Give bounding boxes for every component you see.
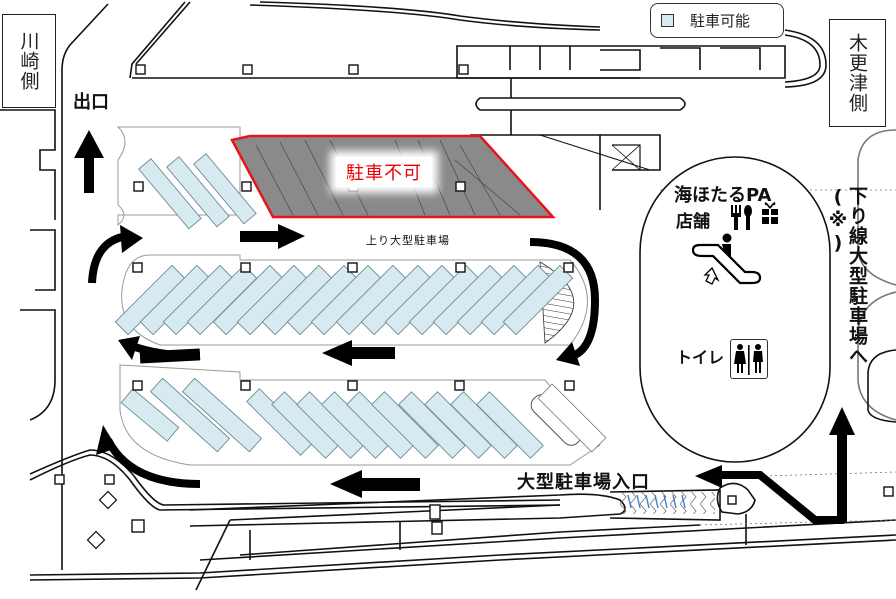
kisarazu-side-label: 木更津側 [829, 19, 886, 127]
shops-label: 店舗 [676, 212, 710, 232]
legend-label: 駐車可能 [690, 12, 751, 30]
parking-stalls-top-left [138, 153, 257, 230]
no-parking-label: 駐車不可 [336, 157, 432, 187]
kawasaki-side-label: 川崎側 [2, 14, 56, 108]
pa-building [639, 156, 831, 463]
parking-stalls-lower [120, 377, 544, 459]
restroom-icon [730, 339, 768, 379]
gift-icon [760, 200, 780, 225]
parking-stalls-middle [114, 264, 574, 336]
toilet-label: トイレ [676, 348, 725, 367]
legend: 駐車可能 [650, 3, 784, 38]
restaurant-icon-svg [731, 205, 752, 230]
exit-label: 出口 [73, 92, 109, 113]
restaurant-icon [730, 204, 750, 230]
gift-icon-svg [762, 202, 778, 224]
lane-marks [627, 494, 686, 509]
parking-available-swatch [661, 14, 674, 27]
pa-name-label: 海ほたるPA [674, 185, 772, 206]
large-parking-entrance-label: 大型駐車場入口 [517, 472, 650, 493]
escalator-icon [692, 232, 762, 287]
escalator-icon-svg [691, 233, 762, 285]
upbound-large-parking-label: 上り大型駐車場 [366, 234, 450, 247]
downbound-large-parking-label: 下り線大型駐車場へ(※) [827, 186, 868, 366]
